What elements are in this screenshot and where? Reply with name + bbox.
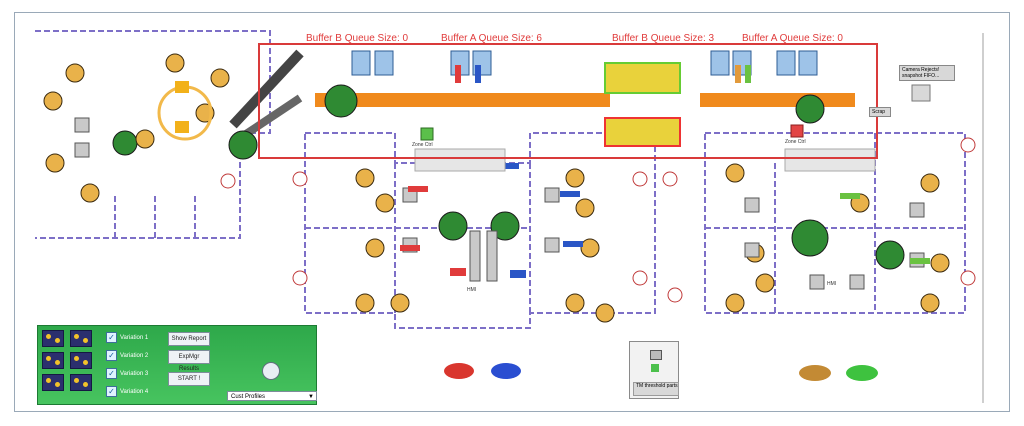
left-turntable bbox=[157, 81, 213, 141]
profile-select-value: Cust Profiles bbox=[231, 394, 266, 400]
threshold-parts-label: TM threshold parts bbox=[633, 382, 679, 396]
variation-1-label: Variation 1 bbox=[120, 334, 149, 341]
part-racks bbox=[351, 50, 818, 76]
chevron-down-icon: ▼ bbox=[308, 394, 314, 400]
incline-conveyor-2 bbox=[237, 94, 303, 142]
carts bbox=[444, 363, 878, 381]
clock-icon[interactable] bbox=[262, 362, 280, 380]
factory-layout-canvas bbox=[35, 30, 984, 403]
variation-4-checkbox[interactable]: ✓ bbox=[106, 386, 117, 397]
conveyor-a bbox=[315, 93, 610, 107]
hmi-right-label: HMI bbox=[827, 281, 837, 287]
start-button[interactable]: START ! bbox=[168, 372, 210, 386]
zone-ctrl-right-label[interactable]: Zone Ctrl bbox=[785, 139, 806, 145]
robot-grid-icon[interactable] bbox=[70, 330, 92, 347]
scrap-label: Scrap bbox=[869, 107, 891, 117]
variation-3-checkbox[interactable]: ✓ bbox=[106, 368, 117, 379]
robot-grid-icon[interactable] bbox=[42, 352, 64, 369]
queue-label-buffer-a-1: Buffer A Queue Size: 6 bbox=[441, 33, 542, 44]
buffer-rack-2 bbox=[604, 117, 681, 147]
queue-label-buffer-b-1: Buffer B Queue Size: 0 bbox=[306, 33, 409, 44]
zone-ctrl-left-label[interactable]: Zone Ctrl bbox=[412, 142, 433, 148]
monitor-icon bbox=[650, 350, 662, 360]
variation-1-checkbox[interactable]: ✓ bbox=[106, 332, 117, 343]
variation-3-row[interactable]: ✓ Variation 3 bbox=[106, 368, 148, 379]
zone-ctrl-left-shelf bbox=[414, 148, 506, 172]
profile-select[interactable]: Cust Profiles ▼ bbox=[227, 391, 317, 401]
variation-2-checkbox[interactable]: ✓ bbox=[106, 350, 117, 361]
left-cell-walls bbox=[35, 30, 271, 239]
variation-4-row[interactable]: ✓ Variation 4 bbox=[106, 386, 148, 397]
robot-grid-icon[interactable] bbox=[70, 374, 92, 391]
expmgr-results-button[interactable]: ExpMgr Results bbox=[168, 350, 210, 372]
robot-grid-icon[interactable] bbox=[42, 374, 64, 391]
zone-ctrl-left-indicator bbox=[420, 127, 434, 141]
variation-3-label: Variation 3 bbox=[120, 370, 149, 377]
queue-label-buffer-a-2: Buffer A Queue Size: 0 bbox=[742, 33, 843, 44]
variation-2-label: Variation 2 bbox=[120, 352, 149, 359]
robot-grid-icon[interactable] bbox=[42, 330, 64, 347]
zone-ctrl-right-indicator bbox=[790, 124, 804, 138]
show-report-button[interactable]: Show Report bbox=[168, 332, 210, 346]
buffer-highlight-box bbox=[258, 43, 878, 159]
simulation-window: Buffer B Queue Size: 0 Buffer A Queue Si… bbox=[14, 12, 1010, 412]
camera-rejects-label: Camera Rejects! snapshot FIFO... bbox=[899, 65, 955, 81]
robot-grid-icon[interactable] bbox=[70, 352, 92, 369]
camera-rejects-icon bbox=[911, 84, 931, 102]
hmi-left-label: HMI bbox=[467, 287, 477, 293]
buffer-rack-1 bbox=[604, 62, 681, 94]
threshold-parts-box: TM threshold parts bbox=[629, 341, 679, 399]
green-arrow-icon bbox=[651, 364, 659, 372]
variation-1-row[interactable]: ✓ Variation 1 bbox=[106, 332, 148, 343]
variation-4-label: Variation 4 bbox=[120, 388, 149, 395]
variation-2-row[interactable]: ✓ Variation 2 bbox=[106, 350, 148, 361]
zone-ctrl-right-shelf bbox=[784, 148, 876, 172]
incline-conveyor-1 bbox=[229, 49, 304, 129]
machines bbox=[74, 117, 925, 290]
warning-icons bbox=[220, 137, 976, 303]
queue-label-buffer-b-2: Buffer B Queue Size: 3 bbox=[612, 33, 715, 44]
robots bbox=[43, 53, 950, 323]
